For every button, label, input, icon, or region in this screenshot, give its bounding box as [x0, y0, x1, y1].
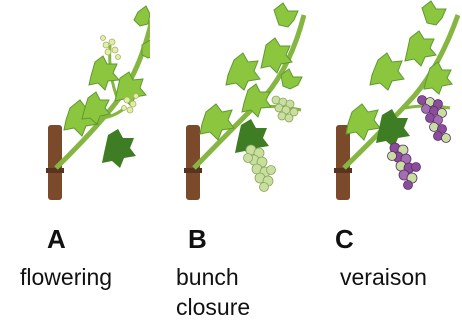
stage-letter-c: C [335, 224, 354, 254]
bunch-closure-vine-illustration [156, 0, 306, 215]
stage-caption-bunch-closure: bunch closure [176, 262, 286, 322]
grapevine-flowering-icon [0, 0, 150, 215]
stage-letter-a: A [47, 224, 66, 254]
stage-caption-veraison: veraison [340, 262, 427, 292]
grapevine-bunch-closure-icon [156, 0, 306, 215]
veraison-vine-illustration [310, 0, 460, 215]
grapevine-veraison-icon [310, 0, 460, 215]
stage-letter-b: B [188, 224, 207, 254]
stage-caption-flowering: flowering [20, 262, 112, 292]
flowering-vine-illustration [0, 0, 150, 215]
